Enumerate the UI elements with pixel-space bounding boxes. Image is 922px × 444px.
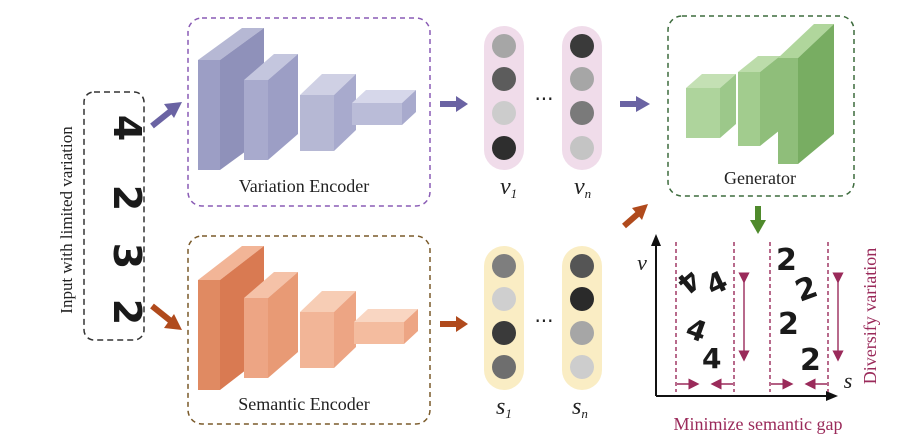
semantic-layer-2	[244, 272, 298, 378]
variation-to-codes-arrow	[440, 96, 468, 112]
semantic-code-sn-label: sn	[572, 394, 588, 421]
semantic-ellipsis: ...	[534, 303, 553, 327]
variation-encoder: Variation Encoder	[187, 17, 431, 207]
input-block: Input with limited variation 4 2 3 2	[57, 91, 149, 341]
input-digit-4: 2	[105, 299, 149, 325]
diversify-variation-label: Diversify variation	[860, 248, 880, 384]
generator-layer-2	[738, 56, 780, 146]
variation-code-v1-label: v1	[500, 174, 517, 201]
semantic-code-sn	[562, 246, 602, 390]
variation-code-vn	[562, 26, 602, 170]
variation-code-vn-label: vn	[574, 174, 591, 201]
generated-digit-right-2: 2	[791, 269, 823, 309]
semantic-layer-1	[198, 246, 264, 390]
generator-layer-1	[686, 74, 736, 138]
variation-layer-2	[244, 54, 298, 160]
generator-frame	[667, 15, 855, 197]
generator-layer-3	[778, 24, 834, 164]
input-digit-3: 3	[105, 243, 149, 269]
variation-codes-to-generator-arrow	[620, 96, 650, 112]
semantic-encoder-label: Semantic Encoder	[238, 394, 369, 414]
variation-encoder-label: Variation Encoder	[239, 176, 369, 196]
generated-digit-right-3: 2	[778, 307, 799, 342]
generated-digit-left-4: 4	[702, 342, 721, 375]
diversify-arrows	[738, 272, 844, 362]
semantic-code-s1	[484, 246, 524, 390]
variation-layer-3	[300, 74, 356, 151]
semantic-encoder-frame	[187, 235, 431, 425]
generator: Generator	[667, 15, 855, 197]
semantic-layer-3	[300, 291, 356, 368]
semantic-codes: ... s1 sn	[484, 246, 602, 421]
input-label: Input with limited variation	[57, 126, 76, 314]
variation-codes: ... v1 vn	[484, 26, 602, 201]
output-plot: v s 4 4 4 4 2 2 2 2 Diversify	[637, 234, 880, 434]
generator-label: Generator	[724, 168, 796, 188]
minimize-semantic-gap-label: Minimize semantic gap	[674, 414, 843, 434]
input-frame	[83, 91, 145, 341]
variation-layer-4	[352, 90, 416, 125]
variation-ellipsis: ...	[534, 81, 553, 105]
semantic-code-s1-label: s1	[496, 394, 512, 421]
y-axis-label: v	[637, 250, 647, 275]
generated-digit-right-1: 2	[776, 243, 797, 278]
generated-digit-right-4: 2	[800, 343, 821, 378]
variation-encoder-frame	[187, 17, 431, 207]
input-digit-2: 2	[105, 185, 149, 211]
semantic-encoder: Semantic Encoder	[187, 235, 431, 425]
semantic-layer-4	[354, 309, 418, 344]
generator-to-output-arrow	[750, 206, 766, 234]
input-to-semantic-arrow	[150, 303, 182, 330]
input-digit-1: 4	[105, 115, 149, 141]
cluster-boundaries	[675, 242, 829, 392]
x-axis-label: s	[844, 368, 853, 393]
variation-code-v1	[484, 26, 524, 170]
generated-digit-left-2: 4	[701, 264, 733, 302]
semantic-to-codes-arrow	[440, 316, 468, 332]
semantic-codes-to-generator-arrow	[622, 204, 648, 229]
input-to-variation-arrow	[150, 102, 182, 129]
